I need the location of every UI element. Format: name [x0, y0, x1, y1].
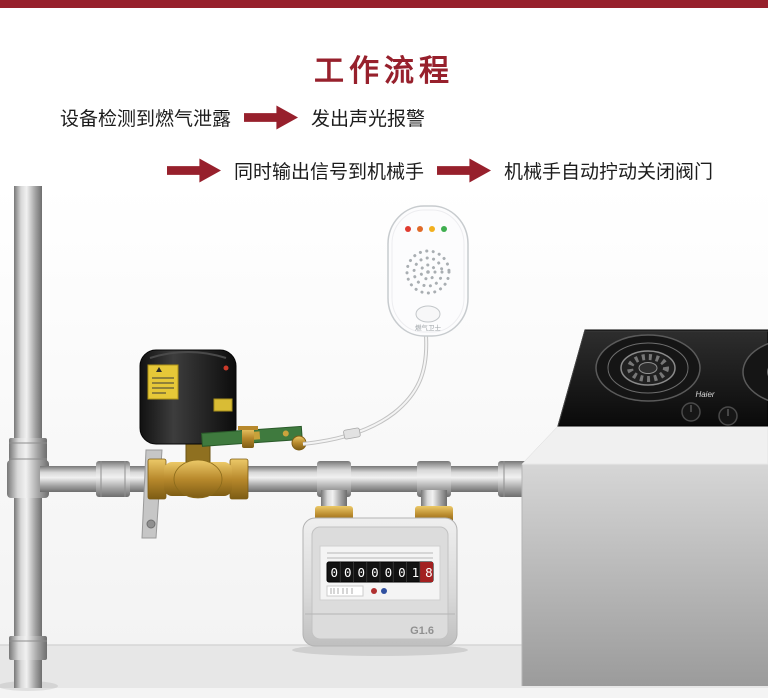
- gas-stove: Haier: [557, 329, 768, 427]
- meter-counter-digits: 00000018: [331, 565, 439, 580]
- meter-shadow: [292, 644, 468, 656]
- pipe-tee-fitting: [7, 460, 49, 498]
- flow-row-2: 同时输出信号到机械手 机械手自动拧动关闭阀门: [167, 157, 713, 184]
- pipe-tee-fitting: [317, 461, 351, 497]
- pipe-body: [14, 186, 42, 688]
- counter-top-surface: [521, 425, 768, 465]
- page-title: 工作流程: [314, 55, 454, 88]
- actuator-indicator-led: [223, 365, 229, 371]
- valve-actuator-assembly: [139, 349, 307, 539]
- signal-cable: [302, 335, 429, 446]
- flow-step-4: 机械手自动拧动关闭阀门: [504, 162, 714, 183]
- actuator-highlight: [149, 351, 227, 359]
- led-indicators: [405, 226, 447, 232]
- brass-valve-bulge: [173, 459, 223, 499]
- brass-hex-nut: [229, 458, 249, 500]
- brass-fitting: [242, 428, 254, 448]
- gas-alarm-detector: 燃气卫士: [387, 205, 469, 337]
- sticker-barcode: [330, 588, 353, 594]
- pipe-coupling: [9, 438, 47, 464]
- meter-red-mark: [371, 588, 377, 594]
- meter-blue-mark: [381, 588, 387, 594]
- bracket-bolt: [146, 519, 156, 529]
- flow-step-1: 设备检测到燃气泄露: [60, 109, 232, 130]
- led-fault-icon: [417, 226, 423, 232]
- brass-fitting-handle: [238, 426, 258, 430]
- detector-button: [415, 305, 441, 323]
- stove-burner-right: [742, 343, 768, 401]
- brass-hex-nut: [147, 458, 167, 500]
- flow-arrow-icon: [437, 158, 492, 183]
- meter-counter-red-digit-cell: [419, 562, 433, 582]
- led-status-icon: [429, 226, 435, 232]
- led-alarm-icon: [405, 226, 411, 232]
- warning-label: [147, 364, 179, 400]
- cable-connector: [343, 427, 361, 440]
- counter-digit-separators: [339, 562, 421, 582]
- flow-arrow-icon: [167, 158, 221, 183]
- pipe-coupling: [9, 636, 47, 660]
- flow-row-1: 设备检测到燃气泄露 发出声光报警: [60, 104, 425, 131]
- top-accent-bar: [0, 0, 768, 8]
- detector-inner-line: [391, 209, 465, 333]
- pipe-coupling: [96, 461, 130, 497]
- stove-burner-left: [595, 334, 701, 402]
- left-vertical-pipe: [7, 186, 49, 688]
- horizontal-gas-pipe: [40, 461, 558, 497]
- kitchen-counter: Haier: [521, 329, 768, 686]
- led-power-icon: [441, 226, 447, 232]
- floor-edge: [0, 688, 768, 698]
- flow-step-3: 同时输出信号到机械手: [234, 162, 425, 183]
- meter-sticker: [326, 585, 364, 597]
- warning-label: [213, 398, 233, 412]
- counter-front: [522, 464, 768, 686]
- speaker-grille-icon: [405, 249, 451, 295]
- meter-model-label: G1.6: [410, 625, 434, 637]
- warning-triangle-icon: [156, 367, 162, 372]
- pipe-tee-fitting: [417, 461, 451, 497]
- stove-brand-label: Haier: [695, 390, 714, 399]
- flow-step-2: 发出声光报警: [311, 109, 426, 130]
- gas-meter: 00000018 G1.6: [302, 490, 458, 647]
- flow-arrow-icon: [244, 105, 299, 130]
- detector-button-label: 燃气卫士: [415, 323, 442, 332]
